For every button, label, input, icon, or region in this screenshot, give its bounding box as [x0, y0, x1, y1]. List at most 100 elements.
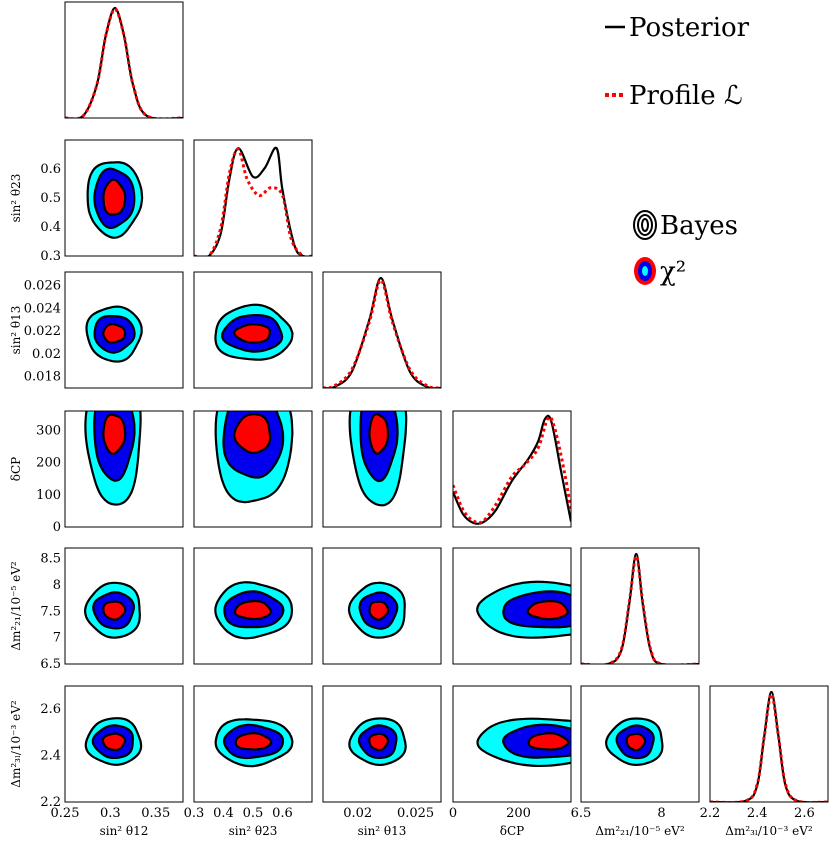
legend-posterior-label: Posterior [629, 13, 750, 43]
y-tick-label: 100 [36, 488, 61, 503]
bayes-contour-2 [357, 724, 398, 760]
panel-dcp-marginal [452, 410, 572, 528]
x-tick-label: 2.4 [747, 806, 768, 821]
legend-bayes-label: Bayes [660, 211, 738, 241]
panel-s13-vs-dm3l [322, 685, 442, 803]
y-tick-label: 200 [36, 456, 61, 471]
panel-s23-vs-dm3l [193, 685, 313, 803]
panel-frame [64, 139, 184, 257]
bayes-contour-2 [615, 724, 655, 760]
panel-frame [322, 685, 442, 803]
bayes-contour-2 [93, 314, 136, 354]
panel-frame [322, 271, 442, 389]
bayes-contour-1 [102, 600, 127, 621]
y-tick-label: 8.5 [40, 552, 61, 567]
y-tick-label: 0.3 [40, 249, 61, 264]
y-tick-label: 2.2 [40, 795, 61, 810]
posterior-curve [453, 414, 571, 526]
legend-bayes-ring [633, 210, 657, 240]
panel-frame [64, 271, 184, 389]
sigma1-region [103, 324, 126, 343]
posterior-curve [710, 690, 828, 802]
bayes-contour-1 [368, 413, 390, 455]
panel-s12-vs-dm21 [64, 547, 184, 665]
bayes-contour-3 [214, 718, 294, 768]
panel-frame [193, 271, 313, 389]
panel-frame [193, 410, 313, 528]
x-tick-label: 0.6 [272, 806, 293, 821]
y-axis-label: Δm²₃ₗ/10⁻³ eV² [9, 700, 23, 788]
profile-curve [323, 278, 441, 388]
bayes-contour-3 [476, 580, 571, 639]
panel-frame [64, 410, 184, 528]
panel-s12-vs-s13 [64, 271, 184, 389]
x-tick-label: 0.02 [343, 806, 372, 821]
panel-s23-marginal [193, 139, 313, 257]
y-tick-label: 0.5 [40, 191, 61, 206]
y-axis-label: sin² θ23 [9, 174, 23, 223]
x-tick-label: 0 [449, 806, 457, 821]
posterior-curve [323, 276, 441, 388]
x-tick-label: 2.6 [794, 806, 815, 821]
legend-chi2-label: χ² [660, 257, 686, 287]
sigma1-region [102, 733, 126, 750]
panel-frame [64, 547, 184, 665]
panel-frame [580, 547, 700, 665]
x-tick-label: 0.35 [141, 806, 170, 821]
bayes-contour-3 [347, 581, 406, 639]
bayes-contour-3 [214, 411, 294, 504]
bayes-contour-1 [102, 322, 127, 344]
bayes-contour-2 [358, 591, 399, 630]
legend-profile-label: Profile ℒ [629, 81, 743, 111]
bayes-contour-2 [502, 723, 571, 759]
y-tick-label: 0.024 [24, 301, 61, 316]
x-tick-label: 0.025 [397, 806, 434, 821]
bayes-contour-1 [101, 732, 127, 752]
x-tick-label: 0.3 [100, 806, 121, 821]
sigma1-region [369, 601, 389, 620]
bayes-contour-1 [234, 731, 273, 751]
panel-frame [580, 685, 700, 803]
x-axis-label: sin² θ23 [229, 824, 278, 838]
y-tick-label: 7.5 [40, 604, 61, 619]
y-tick-label: 0.02 [32, 347, 61, 362]
y-tick-label: 8 [53, 578, 61, 593]
bayes-contour-1 [526, 600, 569, 621]
bayes-contour-3 [83, 581, 141, 639]
panel-frame [193, 547, 313, 665]
sigma1-region [235, 733, 272, 750]
bayes-contour-1 [233, 323, 272, 344]
y-axis-label: δCP [9, 457, 23, 481]
posterior-curve [65, 6, 183, 118]
x-tick-label: 0.3 [184, 806, 205, 821]
sigma1-region [103, 414, 126, 454]
x-tick-label: 0.25 [51, 806, 80, 821]
bayes-contour-2 [92, 591, 136, 630]
x-axis-label: δCP [500, 824, 524, 838]
bayes-contour-3 [84, 717, 143, 766]
bayes-contour-2 [222, 411, 285, 479]
bayes-contour-2 [93, 411, 136, 482]
bayes-contour-3 [348, 411, 408, 507]
panel-frame [64, 685, 184, 803]
bayes-contour-3 [214, 581, 294, 640]
sigma1-region [626, 733, 646, 751]
bayes-contour-3 [348, 717, 407, 767]
panel-s12-marginal [64, 1, 184, 119]
panel-dcp-vs-dm21 [452, 547, 572, 665]
panel-frame [452, 410, 572, 528]
bayes-contour-3 [85, 305, 143, 363]
x-tick-label: 8 [657, 806, 665, 821]
y-tick-label: 0.022 [24, 324, 61, 339]
y-axis-label: sin² θ13 [9, 306, 23, 355]
profile-curve [453, 415, 571, 525]
panel-frame [709, 685, 829, 803]
profile-curve [65, 7, 183, 118]
panel-s13-vs-dcp [322, 410, 442, 528]
x-tick-label: 0.5 [243, 806, 264, 821]
bayes-contour-1 [368, 600, 390, 621]
bayes-contour-2 [359, 411, 399, 483]
bayes-contour-2 [222, 723, 285, 760]
panel-s23-vs-s13 [193, 271, 313, 389]
